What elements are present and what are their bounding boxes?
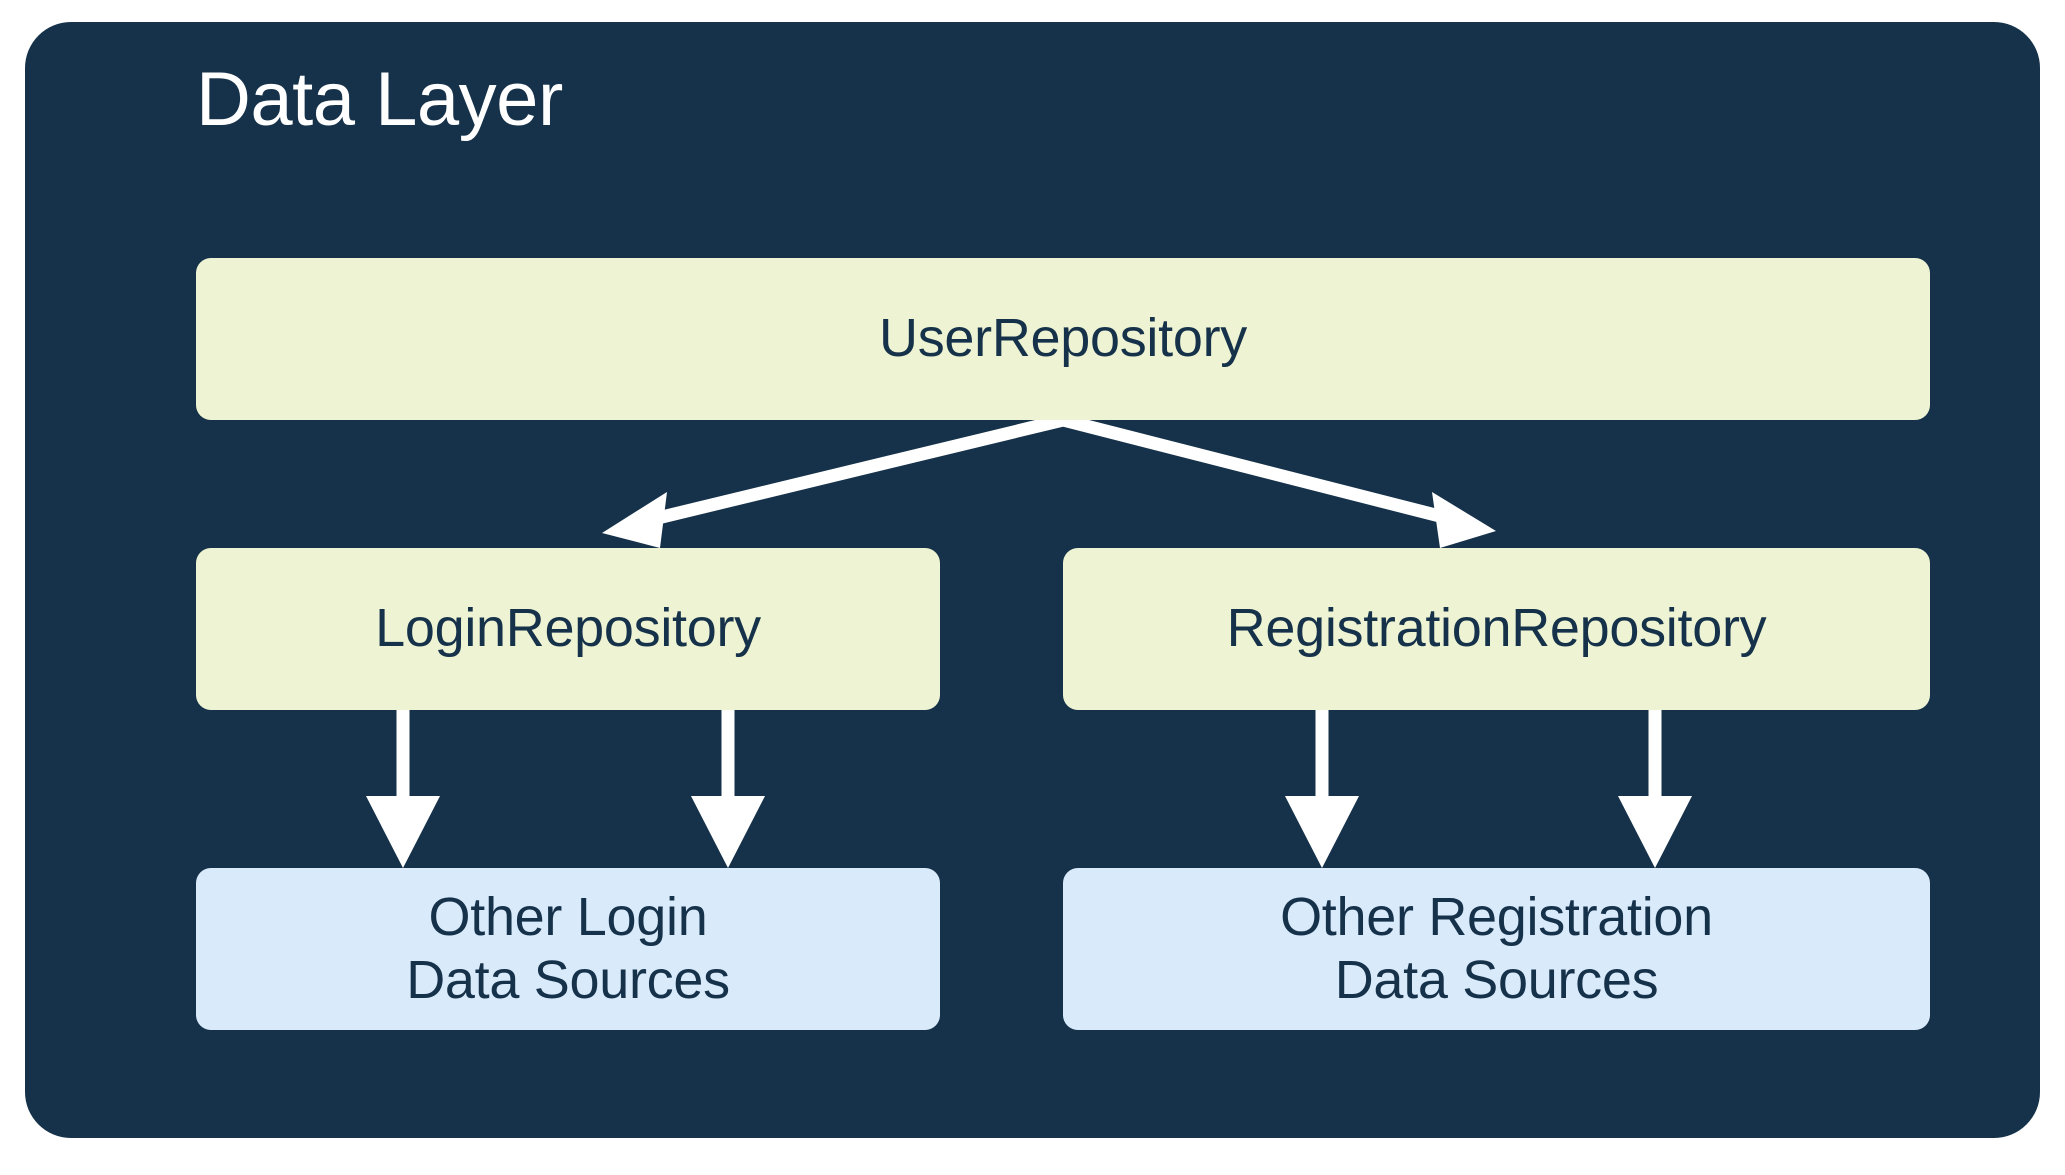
node-other-login-data-sources[interactable]: Other Login Data Sources xyxy=(196,868,940,1030)
node-registration-repository[interactable]: RegistrationRepository xyxy=(1063,548,1930,710)
node-registration-repository-label: RegistrationRepository xyxy=(1226,598,1767,659)
node-login-repository[interactable]: LoginRepository xyxy=(196,548,940,710)
node-other-registration-data-sources-label-line2: Data Sources xyxy=(1334,950,1659,1010)
node-other-registration-data-sources-label: Other Registration Data Sources xyxy=(1280,886,1713,1012)
node-login-repository-label: LoginRepository xyxy=(375,598,761,659)
page-title: Data Layer xyxy=(196,57,563,142)
node-other-registration-data-sources-label-line1: Other Registration xyxy=(1280,886,1713,947)
node-other-login-data-sources-label: Other Login Data Sources xyxy=(406,886,730,1012)
node-other-registration-data-sources[interactable]: Other Registration Data Sources xyxy=(1063,868,1930,1030)
node-other-login-data-sources-label-line2: Data Sources xyxy=(406,950,730,1010)
node-user-repository-label: UserRepository xyxy=(879,308,1247,369)
node-other-login-data-sources-label-line1: Other Login xyxy=(428,886,708,947)
node-user-repository[interactable]: UserRepository xyxy=(196,258,1930,420)
